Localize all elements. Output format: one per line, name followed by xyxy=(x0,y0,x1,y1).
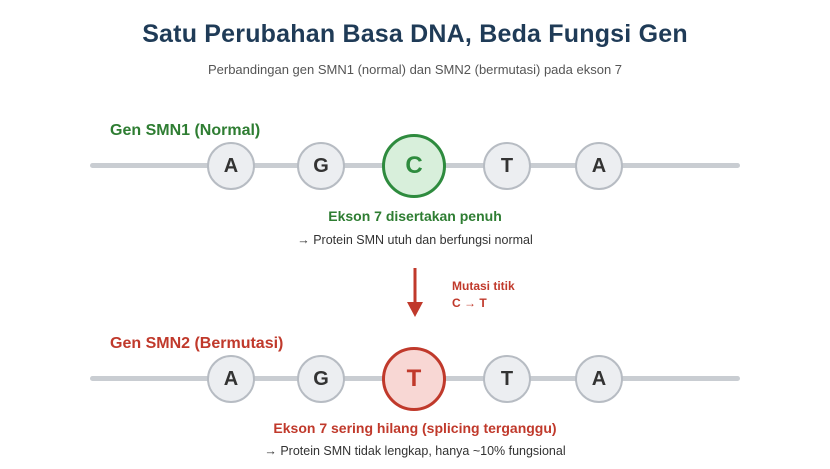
smn2-base-2: G xyxy=(297,355,345,403)
smn1-base-3-highlight: C xyxy=(382,134,446,198)
smn1-base-4: T xyxy=(483,142,531,190)
mutation-label: Mutasi titik xyxy=(452,279,515,293)
mutation-arrow-icon xyxy=(407,268,423,317)
mutation-change: C → T xyxy=(452,296,487,310)
smn1-result-title: Ekson 7 disertakan penuh xyxy=(328,208,502,224)
smn2-result-desc: → Protein SMN tidak lengkap, hanya ~10% … xyxy=(264,444,566,458)
page-title: Satu Perubahan Basa DNA, Beda Fungsi Gen xyxy=(142,20,688,48)
smn1-result-desc: → Protein SMN utuh dan berfungsi normal xyxy=(297,233,533,247)
smn2-base-4: T xyxy=(483,355,531,403)
smn2-base-5: A xyxy=(575,355,623,403)
smn1-label: Gen SMN1 (Normal) xyxy=(110,122,261,139)
page-subtitle: Perbandingan gen SMN1 (normal) dan SMN2 … xyxy=(207,62,623,77)
smn1-base-2: G xyxy=(297,142,345,190)
smn2-label: Gen SMN2 (Bermutasi) xyxy=(110,335,284,352)
smn2-result-title: Ekson 7 sering hilang (splicing tergangg… xyxy=(273,420,557,436)
smn1-base-5: A xyxy=(575,142,623,190)
smn1-base-1: A xyxy=(207,142,255,190)
smn2-base-3-highlight: T xyxy=(382,347,446,411)
smn2-base-1: A xyxy=(207,355,255,403)
